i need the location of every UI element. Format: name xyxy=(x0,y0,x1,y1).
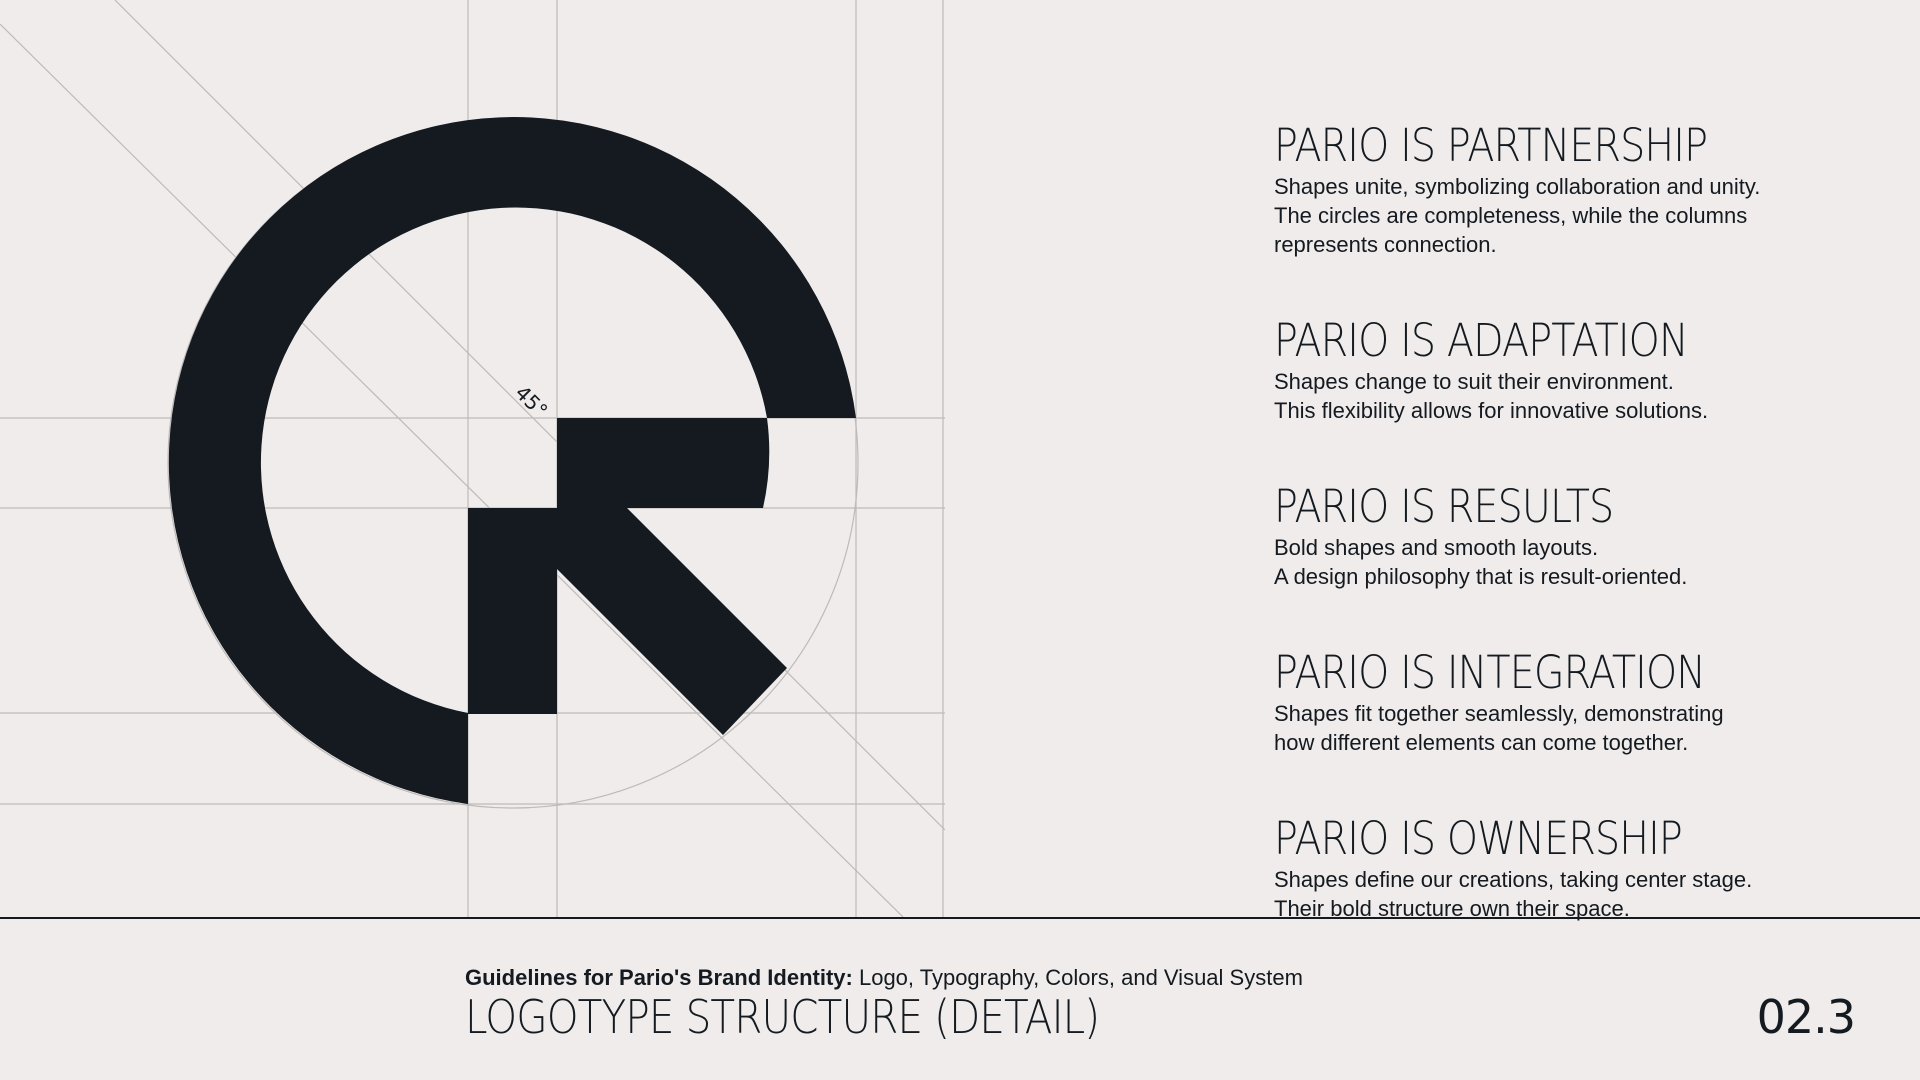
principle-text: how different elements can come together… xyxy=(1274,730,1689,755)
principle-text: Shapes unite, symbolizing collaboration … xyxy=(1274,174,1761,199)
footer-divider xyxy=(0,917,1920,919)
principle-adaptation: PARIO IS ADAPTATION Shapes change to sui… xyxy=(1274,315,1894,425)
principle-integration: PARIO IS INTEGRATION Shapes fit together… xyxy=(1274,647,1894,757)
footer-subtitle-rest: Logo, Typography, Colors, and Visual Sys… xyxy=(852,965,1303,990)
logo-column xyxy=(468,508,557,714)
principle-title: PARIO IS OWNERSHIP xyxy=(1274,812,1683,865)
pario-logo-mark xyxy=(168,117,857,805)
logo-arrow xyxy=(557,418,787,735)
principle-partnership: PARIO IS PARTNERSHIP Shapes unite, symbo… xyxy=(1274,120,1894,259)
principle-text: This flexibility allows for innovative s… xyxy=(1274,398,1709,423)
principle-text: Shapes fit together seamlessly, demonstr… xyxy=(1274,701,1724,726)
principle-title: PARIO IS ADAPTATION xyxy=(1274,314,1689,367)
principle-ownership: PARIO IS OWNERSHIP Shapes define our cre… xyxy=(1274,813,1894,923)
footer-subtitle: Guidelines for Pario's Brand Identity: L… xyxy=(465,964,1303,992)
page-number: 02.3 xyxy=(1756,990,1856,1044)
principle-text: represents connection. xyxy=(1274,232,1497,257)
principle-text: The circles are completeness, while the … xyxy=(1274,203,1748,228)
principle-text: Shapes change to suit their environment. xyxy=(1274,369,1674,394)
principle-title: PARIO IS PARTNERSHIP xyxy=(1274,119,1708,172)
logo-construction-svg: 45° xyxy=(0,0,945,917)
principles-list: PARIO IS PARTNERSHIP Shapes unite, symbo… xyxy=(1274,120,1894,979)
principle-title: PARIO IS RESULTS xyxy=(1274,480,1614,533)
page-title: LOGOTYPE STRUCTURE (DETAIL) xyxy=(465,990,1100,1044)
principle-text: Their bold structure own their space. xyxy=(1274,896,1630,921)
logo-construction-diagram: 45° xyxy=(0,0,945,917)
principle-results: PARIO IS RESULTS Bold shapes and smooth … xyxy=(1274,481,1894,591)
principle-text: Shapes define our creations, taking cent… xyxy=(1274,867,1753,892)
principle-text: A design philosophy that is result-orien… xyxy=(1274,564,1688,589)
principle-text: Bold shapes and smooth layouts. xyxy=(1274,535,1599,560)
grid-diagonal-1 xyxy=(0,23,904,917)
footer-subtitle-bold: Guidelines for Pario's Brand Identity: xyxy=(465,965,853,990)
grid-diagonal-2 xyxy=(114,0,945,831)
angle-label: 45° xyxy=(510,381,552,423)
principle-title: PARIO IS INTEGRATION xyxy=(1274,646,1706,699)
